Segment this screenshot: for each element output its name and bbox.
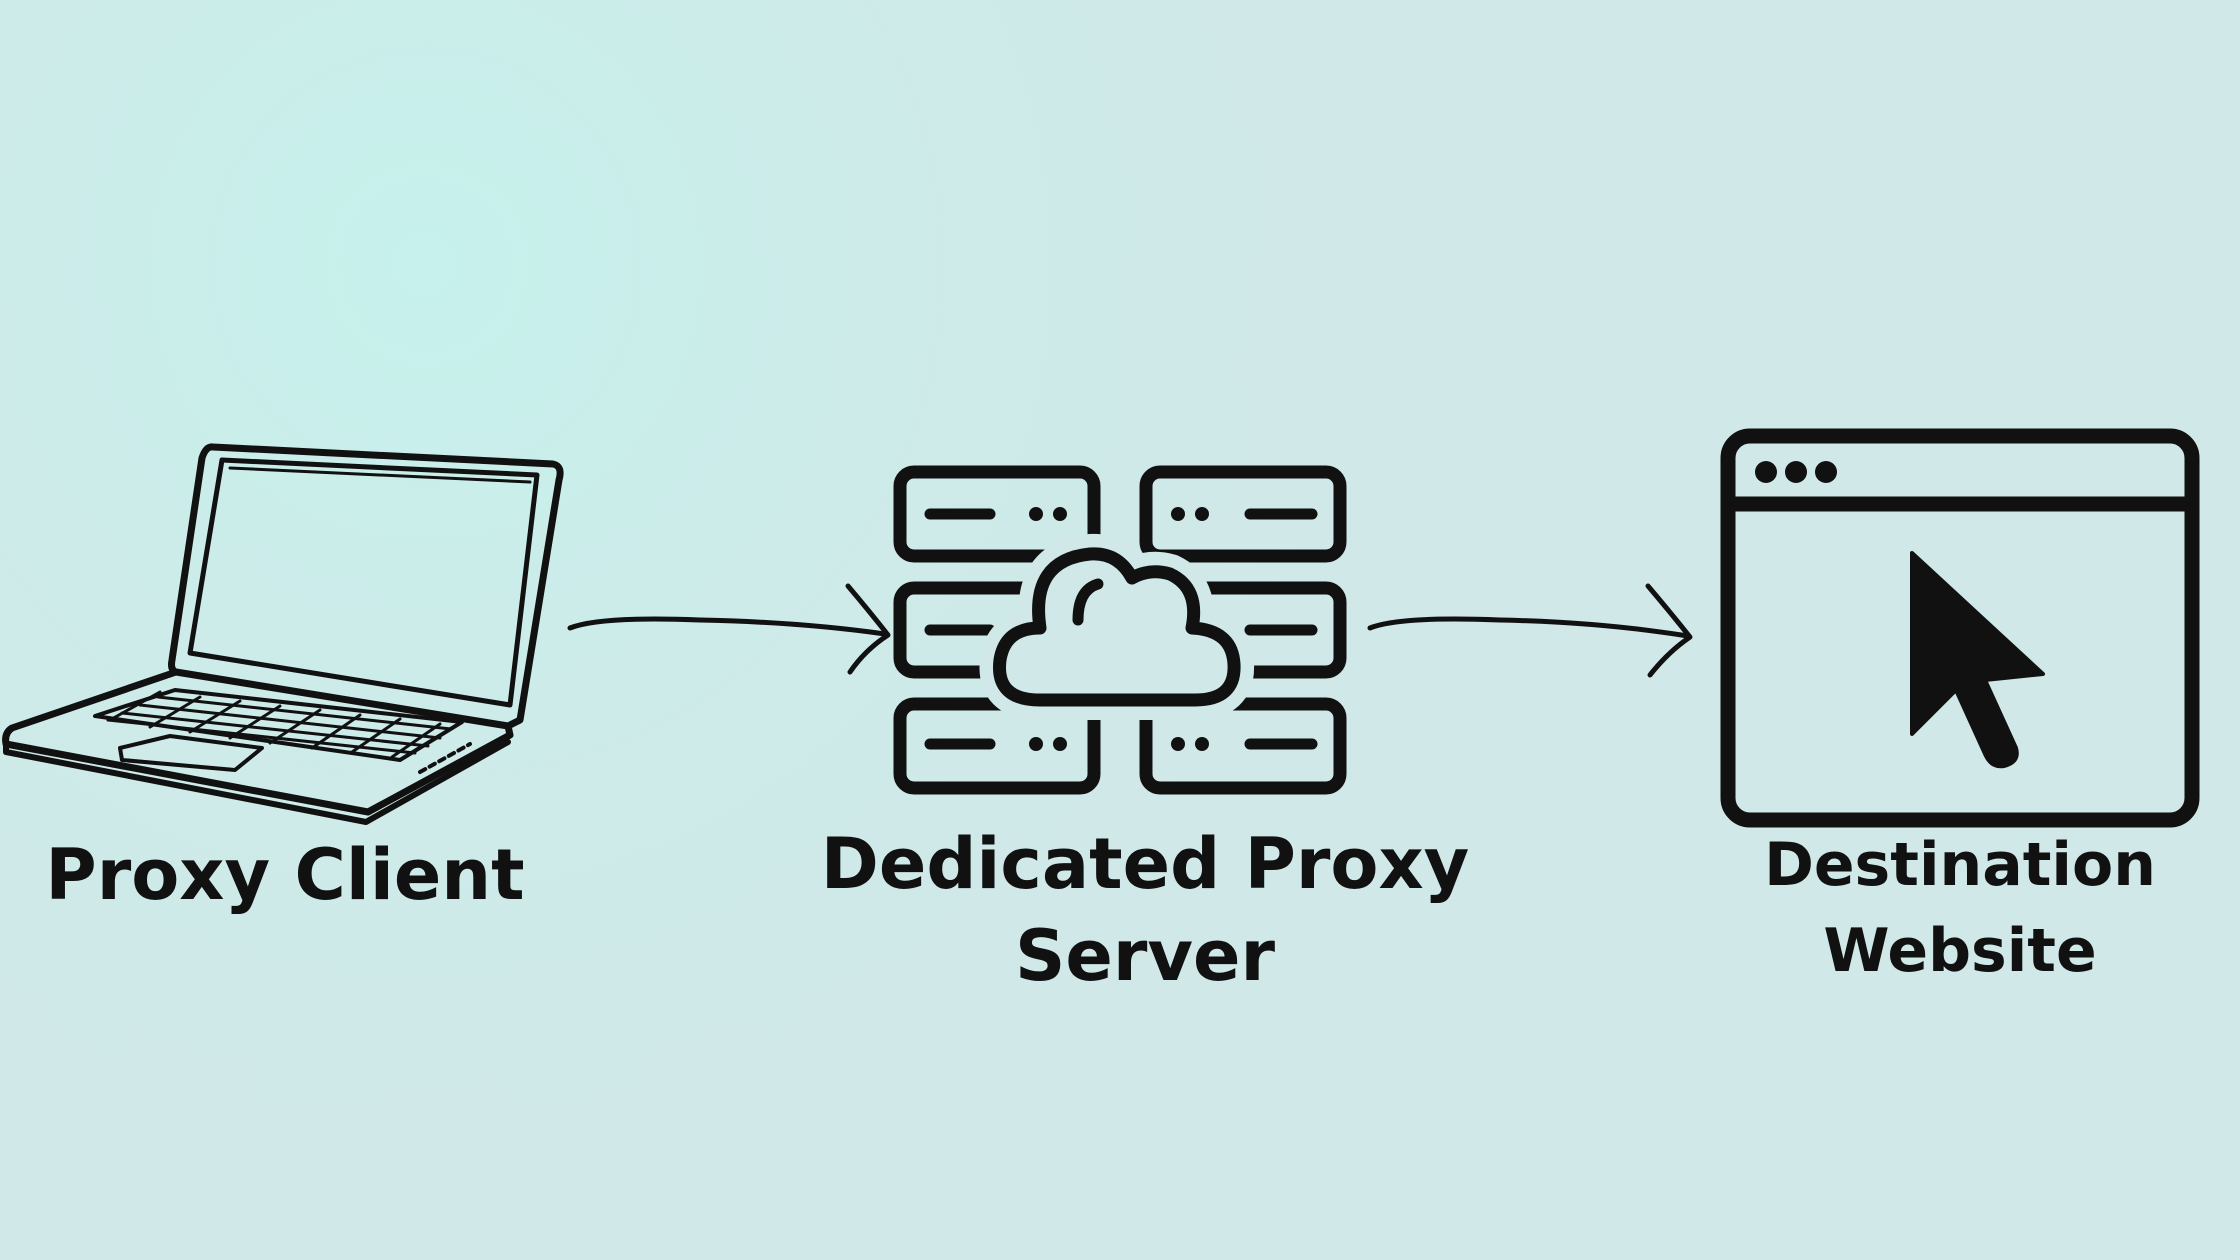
proxy-server-label-line2: Server <box>1014 915 1276 997</box>
cursor-icon <box>1910 551 2045 769</box>
arrow-proxy-to-destination <box>1367 583 1693 678</box>
destination-label-line2: Website <box>1823 916 2097 986</box>
node-label-dedicated-proxy-server: Dedicated Proxy Server <box>800 818 1490 1002</box>
node-label-proxy-client: Proxy Client <box>20 834 550 916</box>
server-cloud-icon <box>893 465 1347 795</box>
laptop-icon <box>2 443 564 825</box>
proxy-client-label: Proxy Client <box>45 834 525 916</box>
proxy-server-label-line1: Dedicated Proxy <box>820 823 1470 905</box>
destination-label-line1: Destination <box>1764 830 2156 900</box>
browser-cursor-icon <box>1720 428 2200 828</box>
arrow-client-to-proxy <box>567 583 891 675</box>
node-label-destination-website: Destination Website <box>1700 822 2220 994</box>
